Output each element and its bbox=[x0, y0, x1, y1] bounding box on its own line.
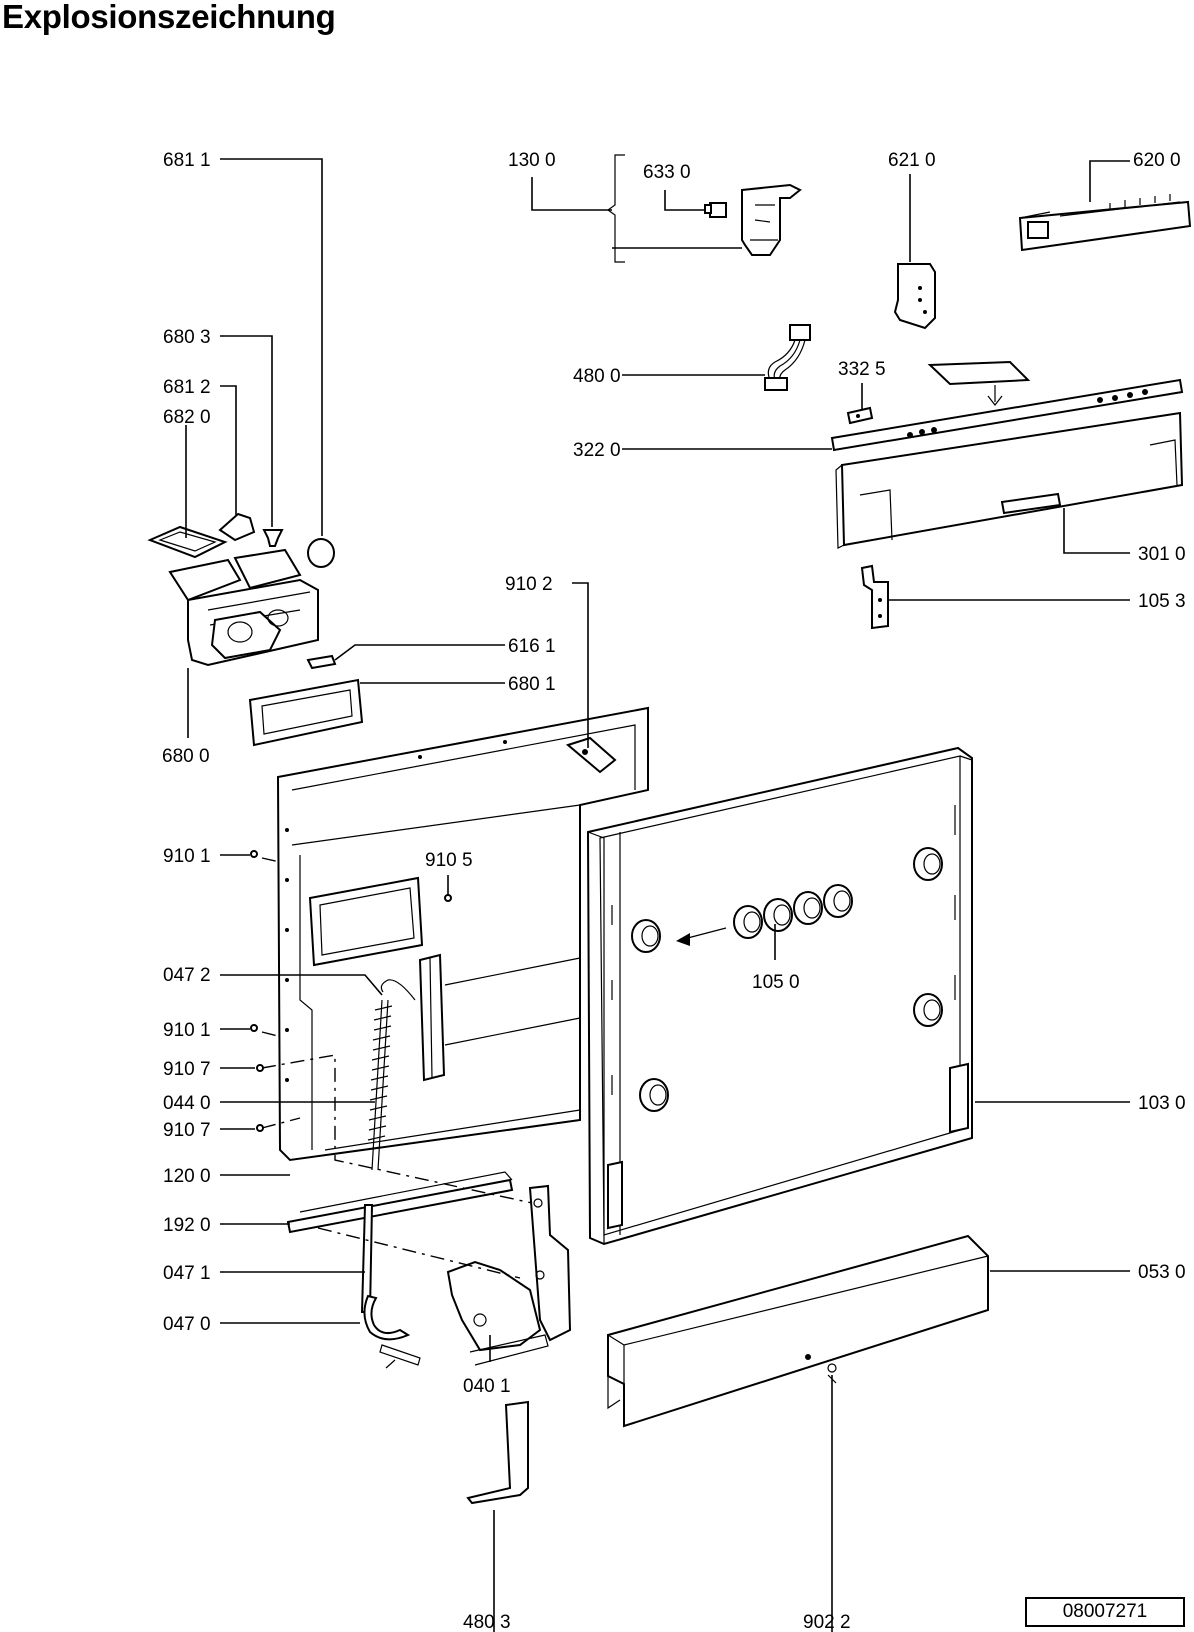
label-105-0: 105 0 bbox=[752, 972, 800, 993]
part-labels: 681 1 130 0 633 0 621 0 620 0 680 3 681 … bbox=[162, 150, 1186, 1632]
label-681-2: 681 2 bbox=[163, 377, 211, 398]
label-682-0: 682 0 bbox=[163, 407, 211, 428]
part-680-3 bbox=[262, 529, 284, 547]
part-322-0-strip bbox=[830, 378, 1184, 452]
label-040-1: 040 1 bbox=[463, 1376, 511, 1397]
door-rollers bbox=[631, 847, 943, 1112]
part-120-0-inner-door bbox=[276, 706, 649, 1234]
label-130-0: 130 0 bbox=[508, 150, 556, 171]
label-120-0: 120 0 bbox=[163, 1166, 211, 1187]
part-680-1-gasket bbox=[248, 678, 364, 747]
label-910-5: 910 5 bbox=[425, 850, 473, 871]
part-682-0-gasket bbox=[147, 525, 228, 559]
label-902-2: 902 2 bbox=[803, 1612, 851, 1632]
page-title: Explosionszeichnung bbox=[2, 0, 336, 35]
part-681-1-cap bbox=[307, 538, 335, 568]
part-681-2 bbox=[218, 512, 256, 542]
leader-lines bbox=[185, 158, 1130, 1632]
part-044-0-spring bbox=[360, 979, 416, 1313]
label-680-1: 680 1 bbox=[508, 674, 556, 695]
label-322-0: 322 0 bbox=[573, 440, 621, 461]
label-621-0: 621 0 bbox=[888, 150, 936, 171]
label-332-5: 332 5 bbox=[838, 359, 886, 380]
part-105-0-weights bbox=[733, 884, 853, 939]
part-053-0-plate bbox=[607, 1234, 989, 1428]
label-680-3: 680 3 bbox=[163, 327, 211, 348]
label-910-2: 910 2 bbox=[505, 574, 553, 595]
alignment-lines bbox=[261, 857, 533, 1279]
label-910-1-b: 910 1 bbox=[163, 1020, 211, 1041]
label-053-0: 053 0 bbox=[1138, 1262, 1186, 1283]
label-910-7-b: 910 7 bbox=[163, 1120, 211, 1141]
part-301-0-panel bbox=[835, 411, 1184, 549]
part-680-0-dispenser bbox=[168, 548, 319, 667]
label-910-7-a: 910 7 bbox=[163, 1059, 211, 1080]
label-680-0: 680 0 bbox=[162, 746, 210, 767]
label-633-0: 633 0 bbox=[643, 162, 691, 183]
label-301-0: 301 0 bbox=[1138, 544, 1186, 565]
label-910-1-a: 910 1 bbox=[163, 846, 211, 867]
part-047-0-clamp bbox=[363, 1294, 421, 1369]
label-047-1: 047 1 bbox=[163, 1263, 211, 1284]
part-332-5 bbox=[846, 406, 874, 425]
part-480-0 bbox=[764, 324, 811, 391]
part-040-1-hinge bbox=[446, 1184, 572, 1366]
document-number-box: 08007271 bbox=[1025, 1597, 1185, 1627]
part-621-0 bbox=[893, 263, 936, 330]
label-047-0: 047 0 bbox=[163, 1314, 211, 1335]
part-105-3 bbox=[860, 564, 889, 630]
part-480-3-bracket bbox=[466, 1400, 529, 1505]
label-480-0: 480 0 bbox=[573, 366, 621, 387]
screws bbox=[250, 850, 452, 1132]
part-620-0 bbox=[1018, 194, 1192, 252]
label-105-3: 105 3 bbox=[1138, 591, 1186, 612]
label-620-0: 620 0 bbox=[1133, 150, 1181, 171]
label-480-3: 480 3 bbox=[463, 1612, 511, 1632]
part-103-0-outer-door bbox=[586, 746, 973, 1246]
part-616-1 bbox=[306, 654, 337, 670]
label-047-2: 047 2 bbox=[163, 965, 211, 986]
label-192-0: 192 0 bbox=[163, 1215, 211, 1236]
part-badge-sheet bbox=[927, 360, 1031, 406]
label-044-0: 044 0 bbox=[163, 1093, 211, 1114]
label-616-1: 616 1 bbox=[508, 636, 556, 657]
label-103-0: 103 0 bbox=[1138, 1093, 1186, 1114]
part-130-0-assembly bbox=[606, 154, 802, 263]
label-681-1: 681 1 bbox=[163, 150, 211, 171]
